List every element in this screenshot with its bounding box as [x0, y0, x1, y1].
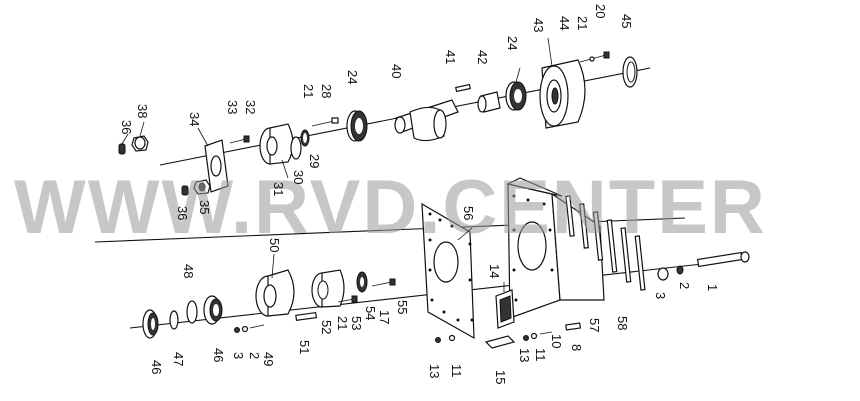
part-14-bracket [495, 289, 515, 329]
label-15: 15 [493, 370, 508, 384]
label-10: 10 [549, 334, 564, 348]
part-34-plate [204, 139, 229, 193]
label-50: 50 [267, 238, 282, 252]
part-55-bolt [371, 278, 396, 287]
label-24-right: 24 [505, 36, 520, 50]
label-38: 38 [135, 104, 150, 118]
label-46-right: 46 [211, 348, 226, 362]
lower-axis-line-bottom [129, 261, 721, 329]
label-45: 45 [619, 14, 634, 28]
label-21-top: 21 [575, 16, 590, 30]
part-46-ring-left [142, 309, 159, 339]
part-47-seal [169, 310, 179, 330]
label-21-lower: 21 [335, 316, 350, 330]
part-3-2-49-small [234, 324, 265, 333]
part-24-bearing-left [346, 110, 368, 142]
part-51-pin [295, 311, 317, 322]
label-11-right: 11 [533, 348, 548, 362]
label-14: 14 [487, 264, 502, 278]
label-20: 20 [593, 4, 608, 18]
part-13-11-lower-left [435, 334, 456, 343]
label-2-right: 2 [677, 282, 692, 289]
label-58: 58 [615, 316, 630, 330]
label-48: 48 [181, 264, 196, 278]
part-41-key [455, 83, 471, 93]
watermark-text: WWW.RVD.CENTER [14, 165, 767, 250]
label-41: 41 [443, 50, 458, 64]
label-21-upper: 21 [301, 84, 316, 98]
part-42-coupling [477, 91, 501, 113]
part-48-washer [186, 300, 198, 324]
label-28: 28 [319, 84, 334, 98]
part-30-ring [290, 136, 302, 160]
label-42: 42 [475, 50, 490, 64]
part-58-fins [565, 195, 646, 291]
part-40-shaft [394, 99, 459, 142]
label-46-left: 46 [149, 360, 164, 374]
label-56: 56 [461, 206, 476, 220]
part-36-upper [118, 143, 126, 155]
part-24-bearing-right [505, 81, 527, 111]
part-33-bolt [229, 135, 250, 144]
label-8: 8 [569, 344, 584, 351]
part-43-flange [539, 59, 586, 129]
label-32: 32 [243, 100, 258, 114]
part-15-block [484, 335, 516, 349]
label-29: 29 [307, 154, 322, 168]
part-28-pin [311, 117, 339, 127]
part-46-ring-right [203, 295, 223, 325]
label-55: 55 [395, 300, 410, 314]
part-38-nut [131, 135, 149, 152]
part-52-cover [311, 269, 345, 308]
label-47: 47 [171, 352, 186, 366]
label-34: 34 [187, 112, 202, 126]
label-11-left: 11 [449, 364, 464, 378]
label-40: 40 [389, 64, 404, 78]
part-3-2-1-right [657, 251, 750, 281]
label-53: 53 [349, 316, 364, 330]
label-17: 17 [377, 310, 392, 324]
part-8-bolt [565, 322, 582, 331]
label-30: 30 [291, 170, 306, 184]
label-33: 33 [225, 100, 240, 114]
part-35-nut [193, 179, 211, 195]
label-43: 43 [531, 18, 546, 32]
part-50-housing [255, 269, 295, 317]
label-2-lower: 2 [247, 352, 262, 359]
label-52: 52 [319, 320, 334, 334]
label-24-left: 24 [345, 70, 360, 84]
label-35: 35 [197, 200, 212, 214]
part-20-bolt [579, 51, 610, 63]
part-53-bolt [337, 295, 358, 303]
label-54: 54 [363, 306, 378, 320]
label-3-lower: 3 [231, 352, 246, 359]
label-31: 31 [271, 182, 286, 196]
label-44: 44 [557, 16, 572, 30]
label-1: 1 [705, 284, 720, 291]
part-29-seal [300, 129, 310, 147]
label-49: 49 [261, 352, 276, 366]
part-45-ring [622, 56, 638, 88]
label-36-lower: 36 [175, 206, 190, 220]
part-13-11-10-lower-right [523, 331, 553, 341]
label-57: 57 [587, 318, 602, 332]
label-3-right: 3 [653, 292, 668, 299]
part-36-lower [181, 185, 189, 196]
label-51: 51 [297, 340, 312, 354]
part-54-seal [356, 271, 368, 293]
part-57-main-housing [506, 177, 605, 319]
label-leader-lines [121, 37, 553, 292]
label-36-upper: 36 [119, 120, 134, 134]
part-31-housing [259, 123, 294, 165]
label-13-right: 13 [517, 348, 532, 362]
label-13-left: 13 [427, 364, 442, 378]
